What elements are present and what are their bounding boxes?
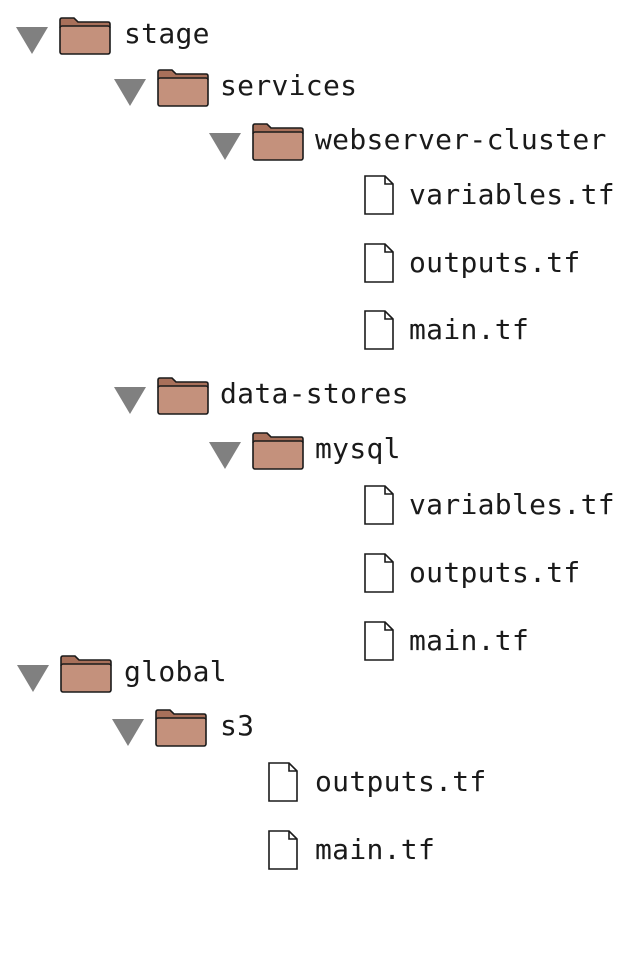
folder-label: services <box>220 69 358 102</box>
folder-icon <box>155 709 207 747</box>
folder-label: s3 <box>220 709 255 742</box>
triangle-down-icon[interactable] <box>209 442 241 469</box>
folder-icon <box>252 123 304 161</box>
file-label: variables.tf <box>409 178 615 211</box>
file-icon <box>364 310 394 350</box>
triangle-down-icon[interactable] <box>16 27 48 54</box>
file-label: main.tf <box>409 624 530 657</box>
file-label: outputs.tf <box>409 556 581 589</box>
file-icon <box>364 553 394 593</box>
folder-label: global <box>124 655 227 688</box>
folder-icon <box>60 655 112 693</box>
folder-icon <box>252 432 304 470</box>
file-label: outputs.tf <box>409 246 581 279</box>
file-icon <box>364 175 394 215</box>
triangle-down-icon[interactable] <box>209 133 241 160</box>
file-icon <box>268 762 298 802</box>
folder-label: mysql <box>315 432 401 465</box>
file-icon <box>364 243 394 283</box>
triangle-down-icon[interactable] <box>17 665 49 692</box>
folder-label: stage <box>124 17 210 50</box>
file-label: outputs.tf <box>315 765 487 798</box>
folder-icon <box>59 17 111 55</box>
file-icon <box>268 830 298 870</box>
folder-icon <box>157 377 209 415</box>
triangle-down-icon[interactable] <box>112 719 144 746</box>
folder-label: webserver-cluster <box>315 123 607 156</box>
file-label: variables.tf <box>409 488 615 521</box>
triangle-down-icon[interactable] <box>114 387 146 414</box>
file-label: main.tf <box>409 313 530 346</box>
folder-label: data-stores <box>220 377 409 410</box>
file-label: main.tf <box>315 833 436 866</box>
triangle-down-icon[interactable] <box>114 79 146 106</box>
file-icon <box>364 621 394 661</box>
file-icon <box>364 485 394 525</box>
folder-icon <box>157 69 209 107</box>
